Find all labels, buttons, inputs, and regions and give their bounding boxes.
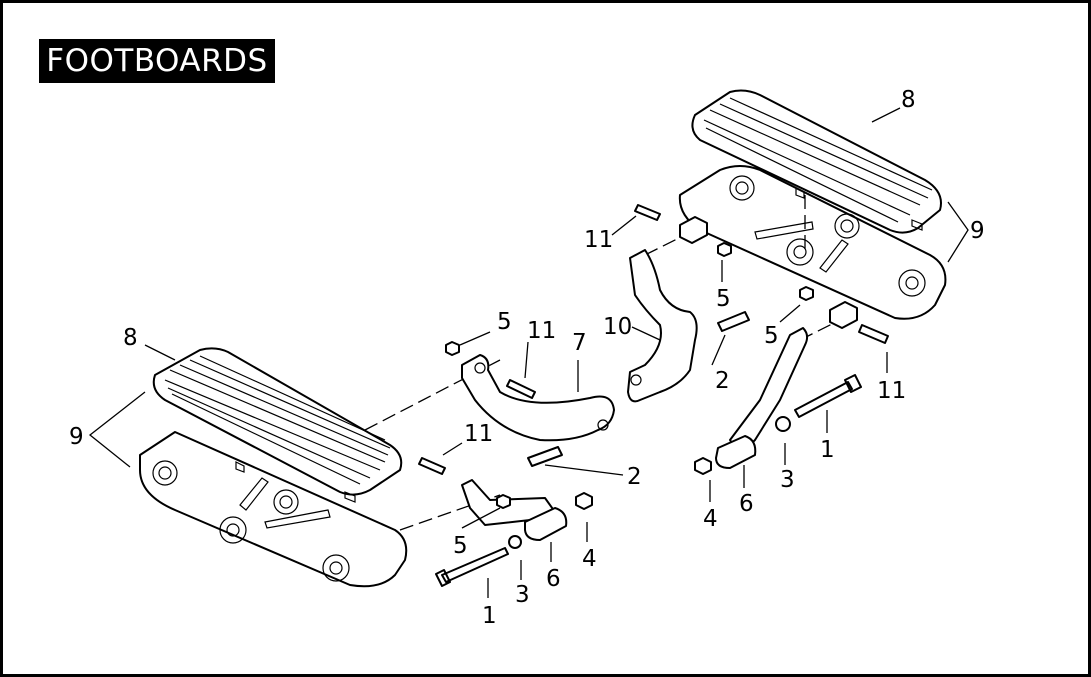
left-footboard-base bbox=[139, 431, 408, 588]
page-title: FOOTBOARDS bbox=[46, 43, 268, 79]
callout-5-right-lower: 5 bbox=[764, 323, 779, 349]
left-nut-4 bbox=[575, 492, 593, 510]
callout-9-right: 9 bbox=[970, 218, 985, 244]
right-bolt-1 bbox=[794, 374, 862, 418]
right-nut-4 bbox=[694, 457, 712, 475]
callout-3-left: 3 bbox=[515, 582, 530, 608]
right-nut-5-b bbox=[799, 286, 814, 301]
callout-11-left-lower: 11 bbox=[464, 421, 493, 447]
left-bracket-7 bbox=[461, 354, 615, 442]
callout-5-left-lower: 5 bbox=[453, 533, 468, 559]
right-screw-11-a bbox=[634, 204, 661, 221]
bracket-hole bbox=[630, 374, 642, 386]
right-bracket-10 bbox=[627, 249, 698, 403]
callout-5-left-upper: 5 bbox=[497, 309, 512, 335]
callout-2-right: 2 bbox=[715, 368, 730, 394]
left-bushing-6 bbox=[524, 507, 568, 541]
right-screw-11-b bbox=[858, 324, 889, 344]
callout-6-left: 6 bbox=[546, 566, 561, 592]
callout-9-left: 9 bbox=[69, 424, 84, 450]
right-footboard-pad bbox=[691, 89, 942, 234]
right-bushing-6 bbox=[715, 435, 757, 469]
callout-4-right: 4 bbox=[703, 506, 718, 532]
callout-5-right-upper: 5 bbox=[716, 286, 731, 312]
left-screw-2 bbox=[527, 446, 563, 467]
callout-7: 7 bbox=[572, 330, 587, 356]
callout-10: 10 bbox=[603, 314, 632, 340]
callout-8-left: 8 bbox=[123, 325, 138, 351]
callout-1-left: 1 bbox=[482, 603, 497, 629]
callout-1-right: 1 bbox=[820, 437, 835, 463]
callout-8-right: 8 bbox=[901, 87, 916, 113]
bracket-hole bbox=[474, 362, 486, 374]
callout-6-right: 6 bbox=[739, 491, 754, 517]
left-washer-3 bbox=[508, 535, 522, 549]
callout-11-right-upper: 11 bbox=[584, 227, 613, 253]
left-nut-5-b bbox=[496, 494, 511, 509]
callout-2-left: 2 bbox=[627, 464, 642, 490]
left-footboard-pad bbox=[152, 347, 403, 503]
callout-11-left-upper: 11 bbox=[527, 318, 556, 344]
right-hinge-2 bbox=[829, 301, 858, 329]
right-washer-3 bbox=[775, 416, 791, 432]
callout-3-right: 3 bbox=[780, 467, 795, 493]
left-bolt-1 bbox=[435, 547, 509, 587]
right-hinge bbox=[679, 216, 708, 244]
title-banner: FOOTBOARDS bbox=[39, 39, 275, 83]
callout-11-right-lower: 11 bbox=[877, 378, 906, 404]
left-screw-11-a bbox=[506, 379, 536, 399]
right-nut-5-a bbox=[717, 242, 732, 257]
bracket-hole bbox=[597, 419, 609, 431]
left-screw-11-b bbox=[418, 457, 446, 475]
left-nut-5-a bbox=[445, 341, 460, 356]
leader-lines bbox=[88, 107, 969, 598]
callout-4-left: 4 bbox=[582, 546, 597, 572]
right-screw-2 bbox=[717, 311, 750, 332]
